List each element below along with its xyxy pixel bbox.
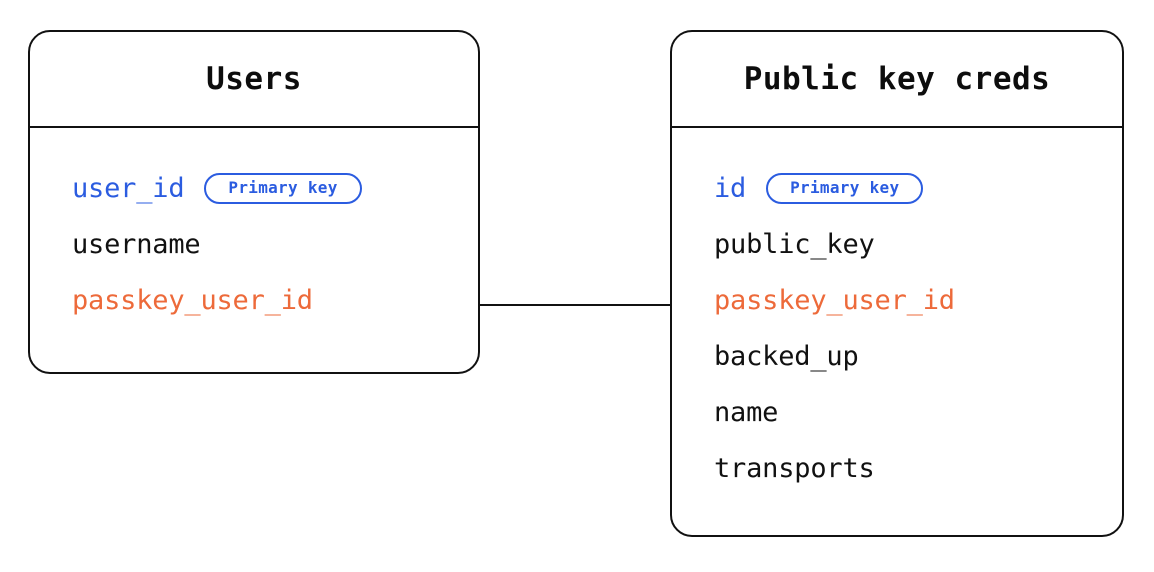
field-row-transports[interactable]: transports (714, 440, 1122, 496)
entity-title-users: Users (206, 61, 302, 97)
entity-box-public-key-creds[interactable]: Public key creds id Primary key public_k… (670, 30, 1124, 537)
field-row-passkey-user-id[interactable]: passkey_user_id (714, 272, 1122, 328)
field-row-backed-up[interactable]: backed_up (714, 328, 1122, 384)
primary-key-badge: Primary key (204, 172, 362, 204)
field-name-backed-up: backed_up (714, 340, 859, 372)
field-name-passkey-user-id: passkey_user_id (714, 284, 955, 316)
field-name-id: id (714, 172, 747, 204)
field-name-username: username (72, 228, 201, 260)
relationship-connector-passkey-user-id (478, 304, 672, 306)
field-name-name: name (714, 396, 779, 428)
field-row-username[interactable]: username (72, 216, 478, 272)
field-name-public-key: public_key (714, 228, 875, 260)
primary-key-badge: Primary key (766, 172, 924, 204)
field-row-public-key[interactable]: public_key (714, 216, 1122, 272)
field-name-user-id: user_id (72, 172, 185, 204)
field-name-passkey-user-id: passkey_user_id (72, 284, 313, 316)
entity-title-public-key-creds: Public key creds (743, 61, 1051, 97)
entity-box-users[interactable]: Users user_id Primary key username passk… (28, 30, 480, 374)
field-row-id[interactable]: id Primary key (714, 160, 1122, 216)
entity-field-list-users: user_id Primary key username passkey_use… (30, 128, 478, 328)
field-row-name[interactable]: name (714, 384, 1122, 440)
field-name-transports: transports (714, 452, 875, 484)
field-row-user-id[interactable]: user_id Primary key (72, 160, 478, 216)
field-row-passkey-user-id[interactable]: passkey_user_id (72, 272, 478, 328)
entity-field-list-public-key-creds: id Primary key public_key passkey_user_i… (672, 128, 1122, 496)
entity-header-public-key-creds: Public key creds (672, 32, 1122, 128)
entity-header-users: Users (30, 32, 478, 128)
